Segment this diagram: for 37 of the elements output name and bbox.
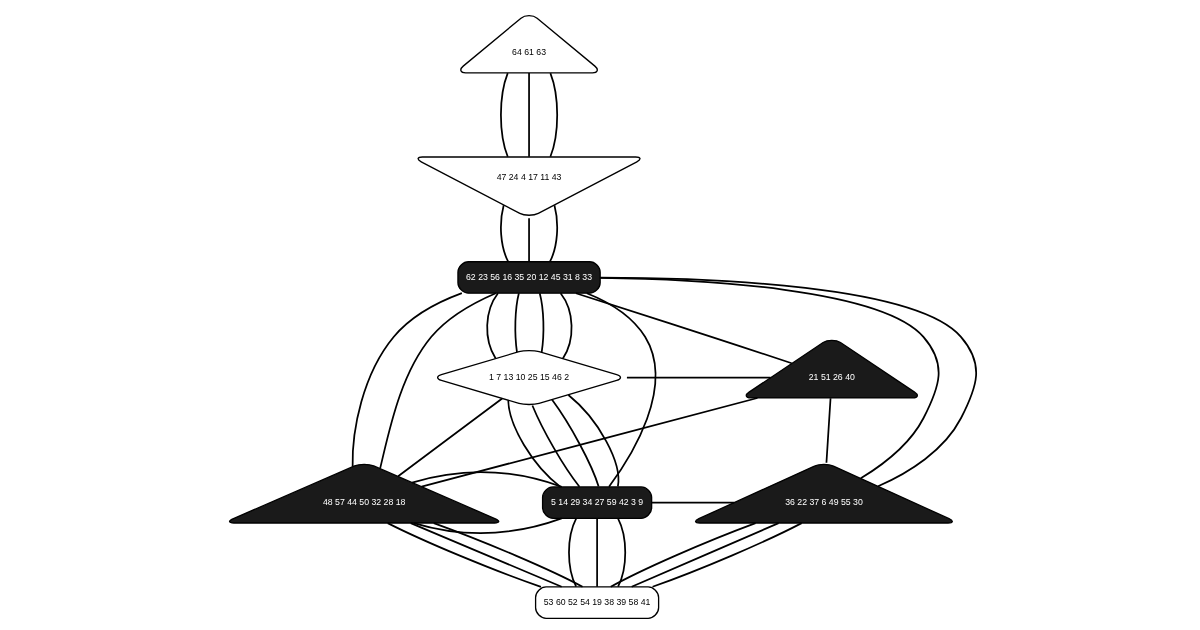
node-box: 5 14 29 34 27 59 42 3 9 bbox=[541, 486, 653, 519]
connector bbox=[559, 292, 573, 360]
connector bbox=[568, 517, 578, 588]
connector bbox=[551, 398, 600, 488]
connector bbox=[514, 292, 520, 353]
connector bbox=[528, 72, 530, 158]
connector bbox=[486, 292, 499, 360]
connector bbox=[609, 522, 757, 588]
connector bbox=[500, 204, 510, 263]
node-box: 62 23 56 16 35 20 12 45 31 8 33 bbox=[457, 261, 601, 294]
connector bbox=[411, 471, 563, 488]
connector bbox=[538, 292, 545, 354]
connector bbox=[596, 517, 598, 588]
connector bbox=[507, 399, 562, 488]
connector bbox=[412, 517, 563, 534]
connector bbox=[397, 397, 504, 478]
node-box: 53 60 52 54 19 38 39 58 41 bbox=[534, 586, 660, 619]
connector bbox=[386, 522, 542, 588]
connector bbox=[500, 72, 509, 158]
connector bbox=[626, 376, 772, 379]
connector bbox=[432, 522, 584, 588]
connector bbox=[567, 394, 620, 488]
connector bbox=[409, 522, 563, 588]
connector bbox=[575, 292, 793, 365]
connector bbox=[549, 204, 559, 263]
connector bbox=[825, 397, 832, 464]
connector bbox=[630, 522, 780, 588]
connector bbox=[531, 404, 581, 488]
connector bbox=[549, 72, 559, 158]
connector bbox=[528, 217, 530, 263]
connector bbox=[379, 292, 497, 470]
connector bbox=[650, 501, 736, 504]
connector bbox=[617, 517, 627, 588]
connector bbox=[585, 292, 657, 488]
connector bbox=[420, 397, 759, 488]
connector bbox=[651, 522, 803, 588]
connector bbox=[351, 292, 463, 468]
